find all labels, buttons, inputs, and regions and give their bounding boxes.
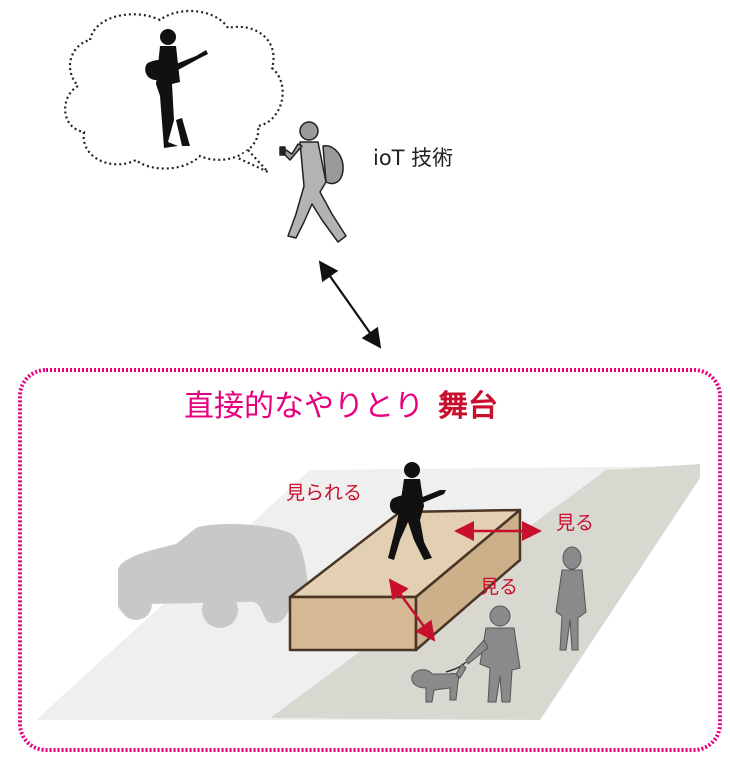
standing-woman-icon	[555, 546, 587, 651]
car-silhouette-icon	[118, 524, 308, 628]
stage-frame	[18, 368, 722, 752]
stage-word: 舞台	[438, 389, 498, 424]
look-label-mid: 見る	[480, 576, 519, 598]
walking-person-with-phone-icon	[279, 121, 347, 243]
being-seen-label: 見られる	[286, 482, 363, 504]
stage-guitarist-icon	[388, 462, 446, 560]
thought-bubble-icon	[64, 9, 284, 173]
sidewalk	[270, 464, 700, 720]
guitarist-silhouette-icon	[145, 29, 208, 148]
dog-icon	[411, 663, 467, 703]
leash	[445, 661, 467, 673]
look-arrow-mid	[388, 578, 436, 642]
look-label-right: 見る	[556, 512, 595, 534]
iot-technology-label: ioT 技術	[373, 146, 454, 170]
man-walking-dog-icon	[465, 605, 521, 703]
stage-title: 直接的なやりとり舞台	[184, 392, 498, 422]
connection-arrow	[318, 260, 382, 349]
direct-interaction-label: 直接的なやりとり	[184, 389, 424, 424]
